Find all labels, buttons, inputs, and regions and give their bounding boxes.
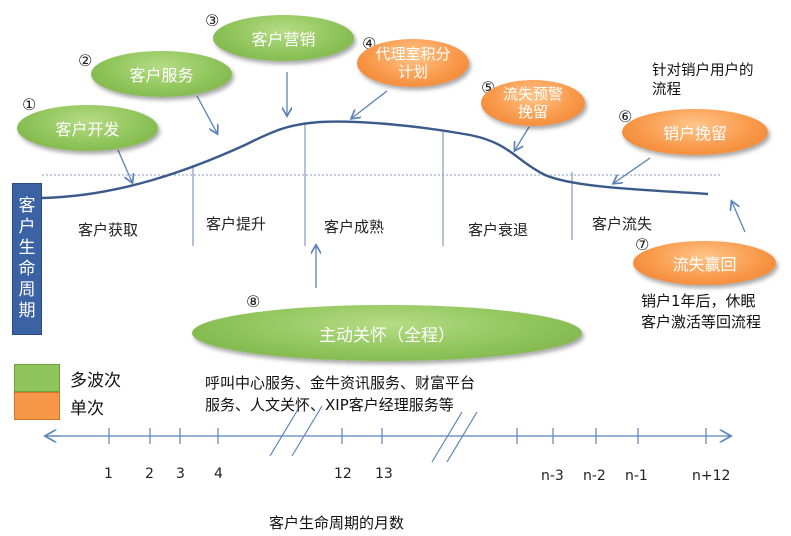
bubble-label: 流失预警挽留 — [502, 85, 563, 121]
arrow-b6 — [614, 157, 651, 183]
lifecycle-title-box: 客 户 生 命 周 期 — [12, 183, 42, 335]
note-closing-users: 针对销户用户的 流程 — [652, 62, 754, 100]
stage-decline: 客户衰退 — [468, 221, 529, 239]
note-line: 流程 — [652, 82, 681, 98]
stage-acquisition: 客户获取 — [78, 221, 139, 239]
bubble-closing-retention: 销户挽留 — [622, 109, 768, 155]
bubble-churn-warning: 流失预警挽留 — [481, 80, 585, 126]
axis-tick-label: n+12 — [692, 468, 731, 484]
bubble-number: ① — [22, 95, 37, 114]
axis-break-marks — [269, 405, 478, 463]
title-char: 周 — [18, 280, 36, 300]
legend-label: 多波次 — [70, 370, 121, 391]
note-line: 销户1年后，休眠 — [641, 292, 756, 310]
bubble-label: 销户挽留 — [662, 124, 727, 143]
bubble-number: ② — [78, 51, 93, 70]
note-line: 呼叫中心服务、金牛资讯服务、财富平台 — [205, 374, 476, 392]
bubble-points-program: 代理室积分计划 — [357, 39, 469, 87]
axis-ticks — [108, 428, 707, 444]
legend-swatch-orange — [14, 392, 60, 420]
legend-item-multi: 多波次 — [14, 364, 121, 392]
legend-swatch-green — [14, 364, 60, 392]
bubble-label: 代理室积分计划 — [375, 45, 451, 81]
bubble-number: ⑧ — [246, 292, 261, 311]
note-line: 客户激活等回流程 — [641, 313, 762, 331]
lifecycle-curve — [41, 120, 709, 200]
note-line: 服务、人文关怀、XIP客户经理服务等 — [205, 396, 454, 414]
bubble-label: 客户营销 — [251, 30, 316, 49]
arrow-b1 — [117, 149, 132, 182]
axis-tick-label: n-2 — [583, 468, 606, 484]
bubble-label: 主动关怀（全程） — [319, 325, 455, 346]
title-char: 生 — [18, 238, 36, 258]
title-char: 客 — [18, 196, 36, 216]
bubble-label: 客户服务 — [129, 66, 194, 85]
axis-tick-label: 2 — [145, 466, 154, 482]
note-care-services: 呼叫中心服务、金牛资讯服务、财富平台 服务、人文关怀、XIP客户经理服务等 — [205, 372, 475, 416]
note-winback-process: 销户1年后，休眠 客户激活等回流程 — [641, 291, 761, 333]
arrow-b4 — [352, 90, 388, 118]
bubble-number: ③ — [205, 11, 220, 30]
legend: 多波次 单次 — [14, 364, 121, 420]
stage-churn: 客户流失 — [592, 215, 653, 233]
stage-maturity: 客户成熟 — [324, 218, 385, 236]
stage-growth: 客户提升 — [206, 215, 267, 233]
bubble-label: 流失赢回 — [672, 255, 737, 274]
axis-tick-label: n-3 — [541, 468, 564, 484]
note-line: 针对销户用户的 — [652, 63, 754, 79]
title-char: 户 — [18, 217, 36, 237]
axis-tick-label: 1 — [104, 466, 113, 482]
bubble-proactive-care: 主动关怀（全程） — [192, 305, 582, 361]
bubble-customer-marketing: 客户营销 — [213, 15, 354, 61]
bubble-winback: 流失赢回 — [633, 241, 776, 285]
axis-title: 客户生命周期的月数 — [269, 514, 405, 532]
bubble-customer-service: 客户服务 — [91, 51, 232, 97]
axis-tick-label: 12 — [334, 466, 352, 482]
axis-tick-label: 4 — [214, 466, 223, 482]
bubble-customer-development: 客户开发 — [17, 105, 158, 151]
legend-item-single: 单次 — [14, 392, 121, 420]
arrow-b7 — [732, 202, 746, 233]
axis-tick-label: n-1 — [625, 468, 648, 484]
title-char: 命 — [18, 259, 36, 279]
arrow-b5 — [515, 126, 530, 150]
axis-tick-label: 3 — [176, 466, 185, 482]
arrow-b2 — [196, 95, 217, 133]
bubble-label: 客户开发 — [55, 120, 120, 139]
axis-tick-label: 13 — [375, 466, 393, 482]
title-char: 期 — [18, 301, 36, 321]
legend-label: 单次 — [70, 398, 104, 419]
